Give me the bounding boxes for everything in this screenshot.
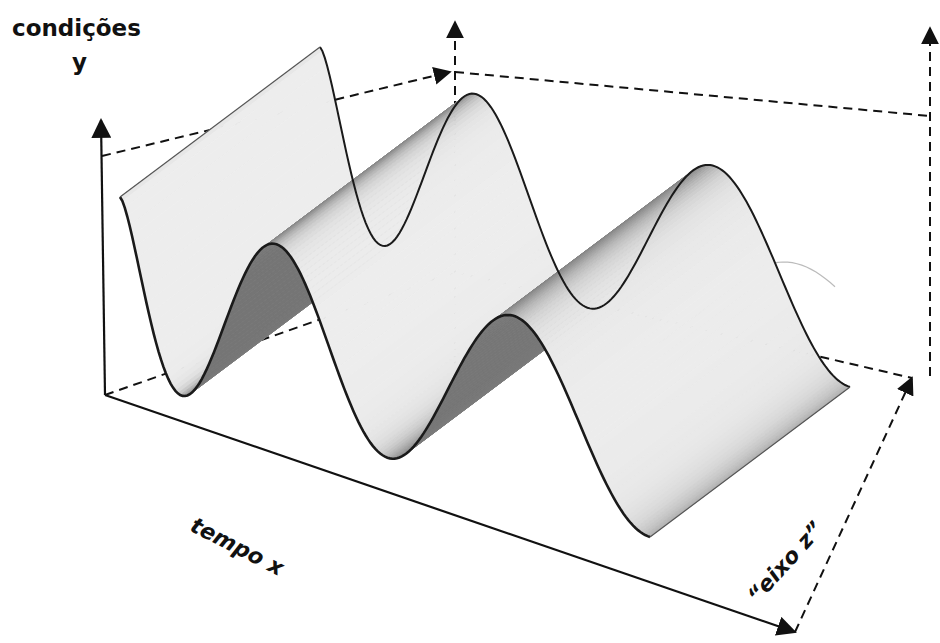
surface-edge xyxy=(120,197,650,537)
surface-strip xyxy=(633,376,835,528)
axis-line xyxy=(101,120,105,395)
surface-strip xyxy=(619,356,821,510)
surface-strip xyxy=(628,370,830,523)
surface-strip xyxy=(624,364,826,517)
dashed-guide xyxy=(795,378,912,632)
surface-strip xyxy=(638,380,840,532)
axis-label: “eixo z” xyxy=(743,517,828,608)
axis-label: tempo x xyxy=(187,513,288,580)
dashed-guide xyxy=(929,28,931,376)
surface-edge xyxy=(320,47,850,387)
dashed-guide xyxy=(455,72,930,116)
surface-strip xyxy=(621,360,823,514)
surface-strip xyxy=(645,385,847,536)
surface-strip xyxy=(631,373,833,526)
axis-label: condições xyxy=(12,16,141,41)
surface-edge xyxy=(120,47,320,197)
surface-edge xyxy=(650,387,850,537)
surface-strip xyxy=(640,382,842,534)
surface-strip xyxy=(636,378,838,530)
surface-strip xyxy=(626,367,828,520)
surface-strip xyxy=(643,384,845,535)
surface-strip xyxy=(648,386,850,537)
axis-label: y xyxy=(72,50,87,75)
